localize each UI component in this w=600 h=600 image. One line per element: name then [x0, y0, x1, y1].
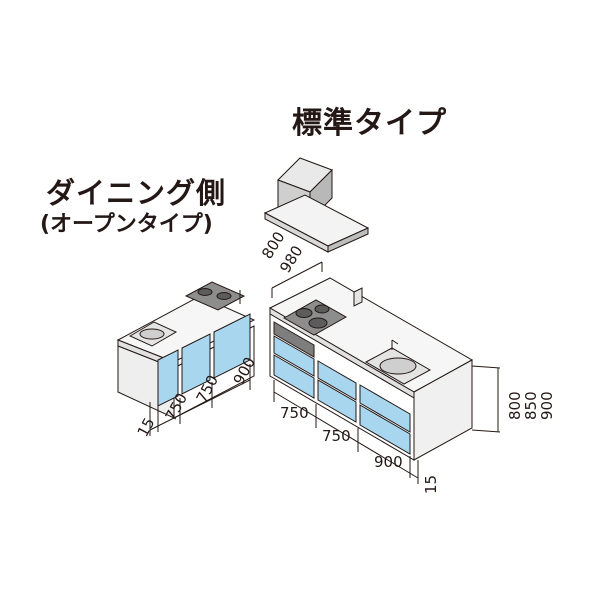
- standard-dim-15: 15: [422, 475, 440, 494]
- standard-type-title: 標準タイプ: [292, 106, 447, 141]
- height-dim-900: 900: [538, 391, 556, 420]
- standard-dim-750b: 750: [322, 427, 351, 445]
- dining-dimension-lines: [149, 364, 251, 436]
- height-dim-850: 850: [522, 391, 540, 420]
- dining-side-title: ダイニング側: [46, 176, 227, 210]
- standard-dim-900: 900: [374, 453, 403, 471]
- height-dim-800: 800: [506, 391, 524, 420]
- standard-dimension-lines: [273, 365, 501, 484]
- standard-dim-750a: 750: [280, 404, 309, 422]
- dining-dim-15: 15: [134, 415, 159, 440]
- dining-side-subtitle: (オープンタイプ): [40, 212, 213, 237]
- range-hood: [263, 157, 370, 253]
- standard-kitchen-unit: [268, 277, 474, 461]
- dining-side-unit: [116, 281, 256, 419]
- hood-dimension-lines: [271, 261, 323, 298]
